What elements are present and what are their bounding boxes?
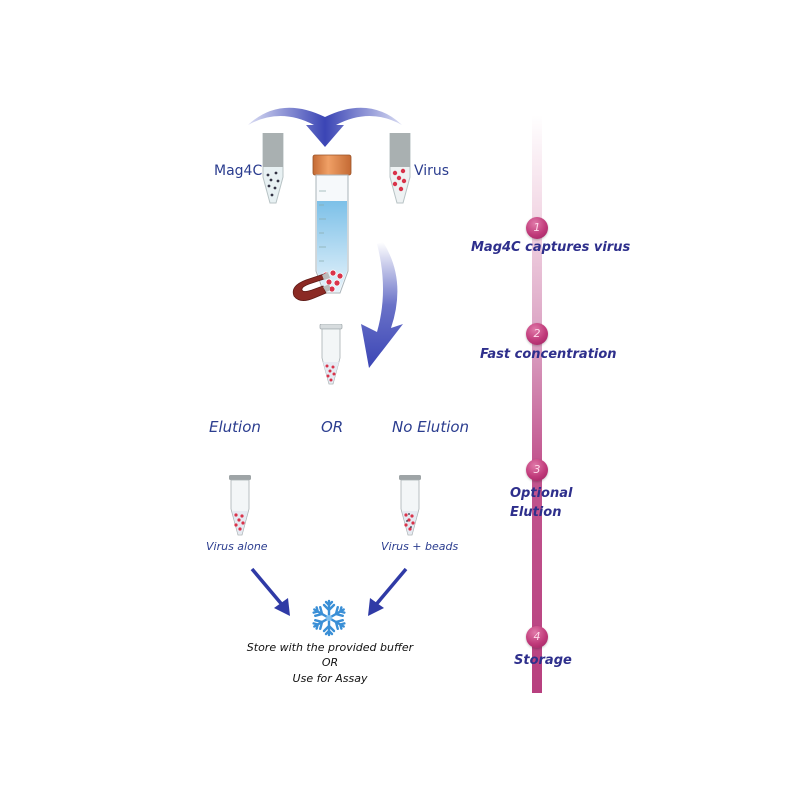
step-4-marker: 4 — [526, 626, 548, 648]
magnet-icon — [292, 272, 330, 301]
virus-alone-tube-icon — [229, 475, 251, 536]
step-3-marker: 3 — [526, 459, 548, 481]
use-assay-text: Use for Assay — [292, 672, 368, 685]
merge-arrow-icon — [248, 107, 402, 147]
arrow-right-to-storage-icon — [368, 567, 408, 616]
virus-alone-label: Virus alone — [206, 540, 268, 553]
no-elution-label: No Elution — [392, 418, 470, 436]
step-2-marker: 2 — [526, 323, 548, 345]
final-or-text: OR — [321, 656, 339, 669]
step-2-label: Fast concentration — [480, 347, 617, 362]
virus-label: Virus — [414, 163, 450, 179]
step-3-label-line2: Elution — [510, 505, 562, 520]
step-1-label: Mag4C captures virus — [471, 240, 631, 255]
arrow-left-to-storage-icon — [250, 567, 290, 616]
or-label: OR — [321, 418, 344, 436]
mag4c-tube-icon — [262, 133, 284, 204]
conical-tube-icon — [312, 154, 352, 294]
snowflake-icon — [311, 599, 347, 637]
virus-tube-icon — [389, 133, 411, 204]
timeline-bar — [532, 115, 542, 693]
elution-label: Elution — [209, 418, 261, 436]
curved-arrow-icon — [361, 242, 403, 368]
step-1-marker: 1 — [526, 217, 548, 239]
microtube-icon — [319, 324, 343, 385]
step-3-label-line1: Optional — [510, 486, 573, 501]
store-buffer-text: Store with the provided buffer — [246, 641, 414, 654]
mag4c-label: Mag4C — [214, 163, 263, 179]
virus-beads-tube-icon — [399, 475, 421, 536]
step-4-label: Storage — [514, 653, 572, 668]
virus-beads-label: Virus + beads — [381, 540, 459, 553]
